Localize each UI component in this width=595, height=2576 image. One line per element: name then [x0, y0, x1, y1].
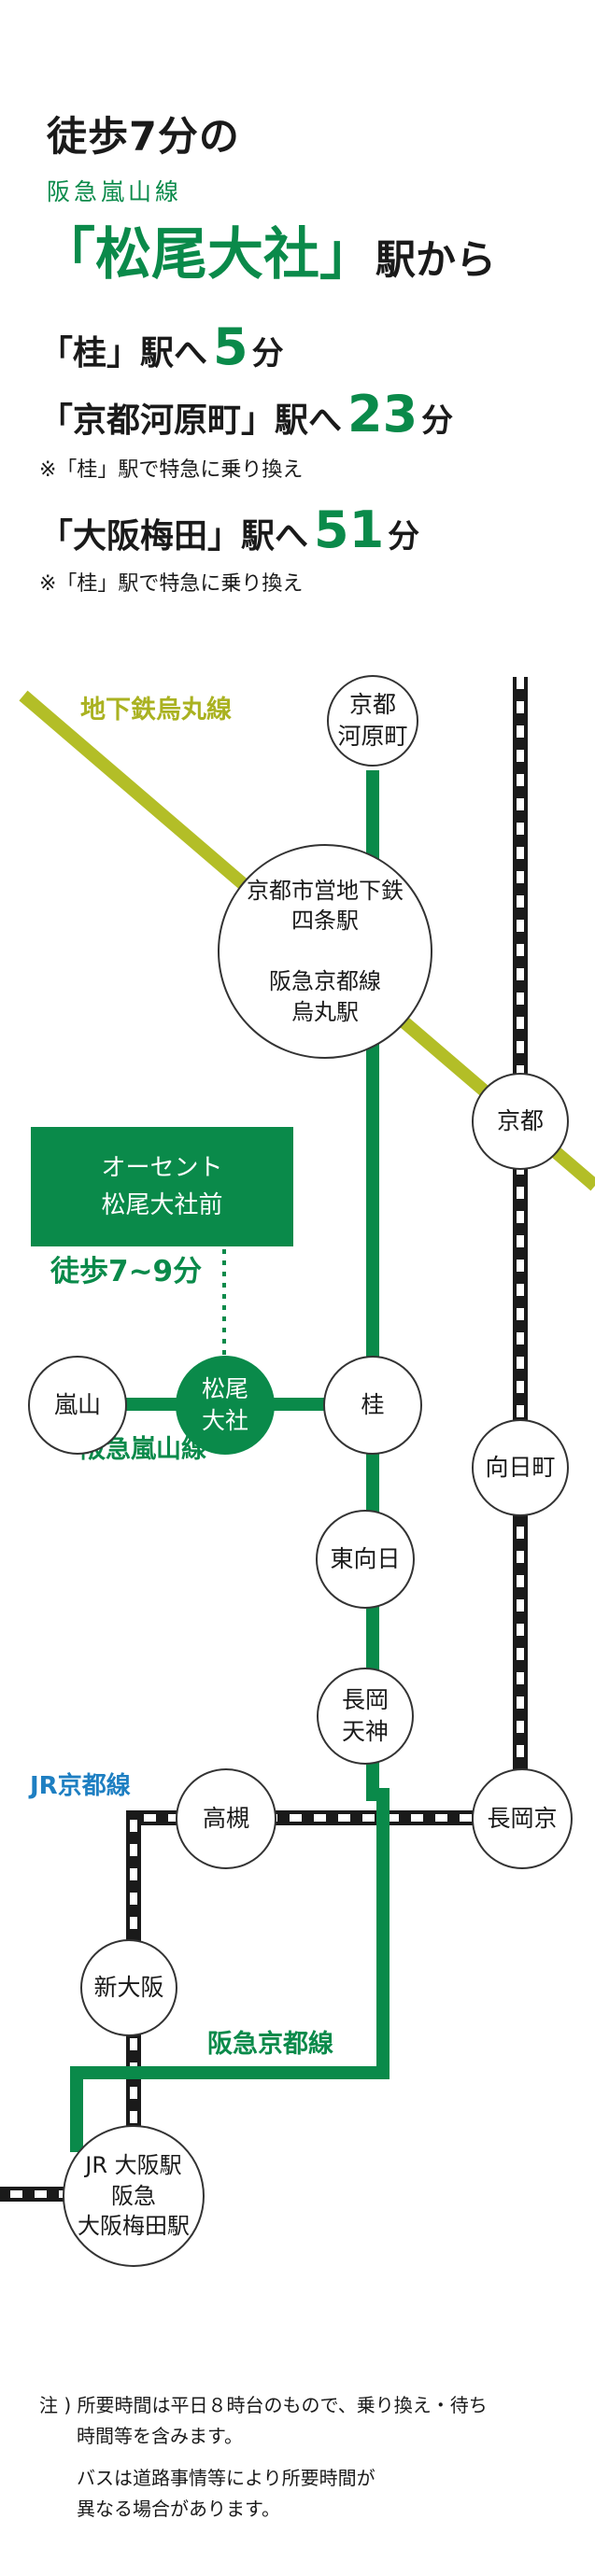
route-dest: 「京都河原町」駅へ [39, 401, 343, 440]
route-minutes: 51 [314, 500, 385, 559]
station-label: 新大阪 [93, 1974, 164, 2002]
station-label: 松尾 大社 [201, 1375, 248, 1434]
building-name: オーセント [101, 1153, 223, 1182]
route-dest: 「桂」駅へ [39, 334, 208, 373]
station-label: 向日町 [485, 1454, 556, 1482]
line-label-jr: JR京都線 [30, 1772, 131, 1800]
hankyu-kyoto-line [70, 770, 390, 2152]
station-label: 東向日 [330, 1545, 401, 1573]
route-note: ※「桂」駅で特急に乗り換え [39, 572, 304, 596]
station-label: 嵐山 [53, 1391, 101, 1419]
station-nagaokakyo: 長岡京 [472, 1768, 573, 1869]
route-unit: 分 [388, 518, 420, 556]
route-note: ※「桂」駅で特急に乗り換え [39, 458, 304, 482]
line-label-subway: 地下鉄烏丸線 [80, 696, 232, 725]
station-kawaramachi: 京都 河原町 [327, 675, 418, 767]
walk-time: 徒歩7~9分 [50, 1255, 203, 1288]
station-label: JR 大阪駅 阪急 大阪梅田駅 [78, 2152, 190, 2240]
line-label-hankyu-kyoto: 阪急京都線 [207, 2030, 333, 2059]
station-label: 京都市営地下鉄 四条駅 阪急京都線 烏丸駅 [247, 878, 404, 1025]
station-heading: 「松尾大社」駅から [39, 209, 496, 290]
station-takatsuki: 高槻 [176, 1768, 276, 1869]
station-label: 長岡京 [487, 1805, 558, 1833]
station-arashiyama: 嵐山 [28, 1356, 127, 1455]
station-label: 桂 [361, 1391, 385, 1419]
station-katsura: 桂 [323, 1356, 422, 1455]
station-name: 「松尾大社」 [39, 222, 375, 288]
footnote-line: 注 ) 所要時間は平日８時台のもので、乗り換え・待ち [39, 2394, 488, 2416]
station-shin-osaka: 新大阪 [80, 1939, 177, 2036]
route-unit: 分 [251, 335, 284, 373]
route-minutes: 5 [213, 317, 248, 376]
line-name: 阪急嵐山線 [47, 178, 183, 205]
route-unit: 分 [421, 402, 454, 440]
footnote-line: 異なる場合があります。 [39, 2498, 280, 2520]
page-title: 徒歩7分の [47, 114, 240, 161]
building-subname: 松尾大社前 [101, 1191, 223, 1219]
station-label: 高槻 [202, 1805, 249, 1833]
route-minutes: 23 [347, 385, 418, 443]
footnote-line: 時間等を含みます。 [39, 2425, 243, 2447]
station-osaka-umeda: JR 大阪駅 阪急 大阪梅田駅 [63, 2125, 205, 2267]
footnote: 注 ) 所要時間は平日８時台のもので、乗り換え・待ち 時間等を含みます。 バスは… [39, 2390, 488, 2525]
station-label: 京都 [496, 1107, 544, 1135]
station-kyoto: 京都 [472, 1073, 569, 1170]
station-shijo-karasuma: 京都市営地下鉄 四条駅 阪急京都線 烏丸駅 [218, 844, 432, 1059]
station-higashimuko: 東向日 [316, 1510, 415, 1609]
station-matsuo-taisha: 松尾 大社 [176, 1356, 275, 1455]
station-label: 京都 河原町 [337, 691, 408, 750]
station-label: 長岡 天神 [341, 1686, 389, 1745]
station-suffix: 駅から [375, 237, 496, 284]
station-mukomachi: 向日町 [472, 1419, 569, 1516]
route-dest: 「大阪梅田」駅へ [39, 517, 309, 556]
footnote-line: バスは道路事情等により所要時間が [39, 2467, 375, 2489]
condo-building-box: オーセント 松尾大社前 [31, 1127, 293, 1246]
station-nagaoka-tenjin: 長岡 天神 [317, 1668, 414, 1765]
